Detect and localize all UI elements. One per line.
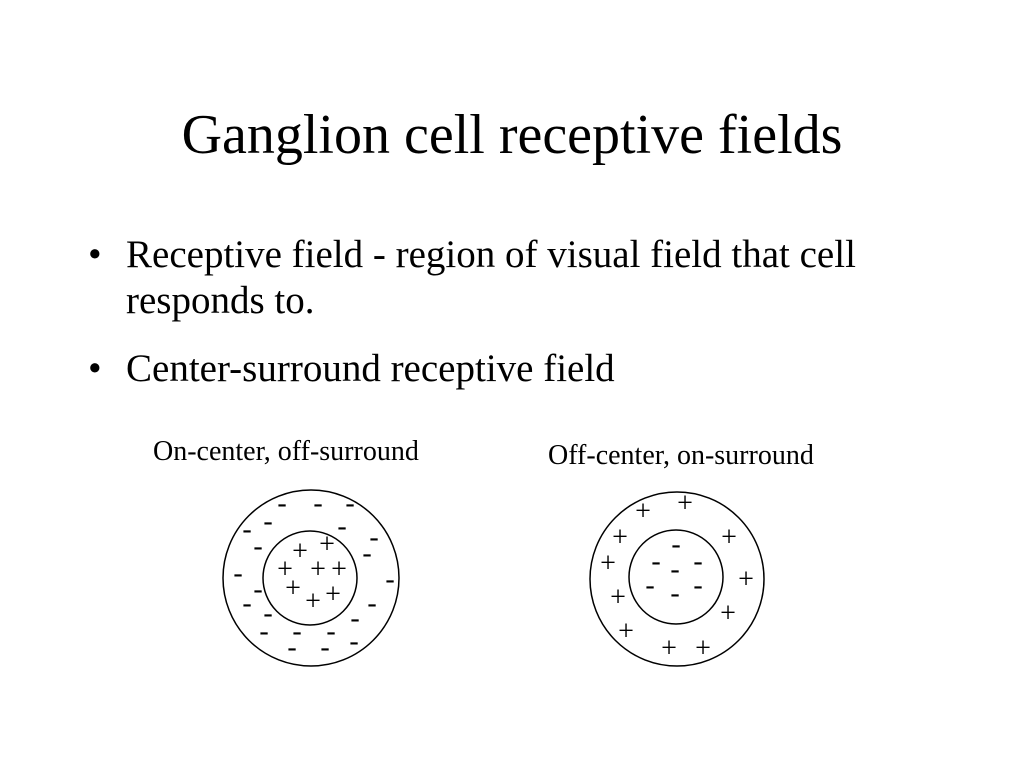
minus-sign: - [367, 588, 376, 619]
minus-sign: - [263, 506, 272, 537]
minus-sign: - [369, 522, 378, 553]
minus-sign: - [345, 488, 354, 519]
on-center-caption: On-center, off-surround [153, 436, 419, 467]
plus-sign: + [292, 536, 308, 567]
minus-sign: - [651, 546, 660, 577]
plus-sign: + [285, 573, 301, 604]
minus-sign: - [242, 514, 251, 545]
minus-sign: - [320, 632, 329, 663]
minus-sign: - [259, 616, 268, 647]
off-center-caption: Off-center, on-surround [548, 440, 814, 471]
minus-sign: - [693, 546, 702, 577]
minus-sign: - [337, 511, 346, 542]
plus-sign: + [618, 616, 634, 647]
bullet-dot: • [88, 233, 102, 276]
minus-sign: - [693, 570, 702, 601]
bullet-text: Receptive field - region of visual field… [126, 233, 856, 322]
minus-sign: - [671, 529, 680, 560]
minus-sign: - [292, 616, 301, 647]
minus-sign: - [326, 616, 335, 647]
minus-sign: - [287, 632, 296, 663]
plus-sign: + [738, 564, 754, 595]
plus-sign: + [721, 522, 737, 553]
plus-sign: + [661, 633, 677, 664]
surround-signs: +++++++++++ [600, 488, 754, 664]
plus-sign: + [319, 529, 335, 560]
outer-surround-circle [589, 491, 765, 667]
minus-sign: - [670, 554, 679, 585]
plus-sign: + [635, 496, 651, 527]
minus-sign: - [253, 574, 262, 605]
plus-sign: + [720, 598, 736, 629]
bullet-item: • Center-surround receptive field [88, 346, 968, 392]
inner-center-circle [262, 530, 358, 626]
slide-title: Ganglion cell receptive fields [181, 104, 843, 166]
minus-sign: - [277, 488, 286, 519]
minus-sign: - [233, 558, 242, 589]
bullet-item: • Receptive field - region of visual fie… [88, 232, 968, 324]
outer-surround-circle [222, 489, 400, 667]
plus-sign: + [600, 548, 616, 579]
minus-sign: - [253, 531, 262, 562]
plus-sign: + [610, 582, 626, 613]
minus-sign: - [313, 488, 322, 519]
plus-sign: + [612, 522, 628, 553]
plus-sign: + [695, 633, 711, 664]
center-signs: ------- [645, 529, 702, 609]
plus-sign: + [310, 554, 326, 585]
minus-sign: - [350, 603, 359, 634]
plus-sign: + [325, 579, 341, 610]
bullet-dot: • [88, 347, 102, 390]
minus-sign: - [645, 570, 654, 601]
minus-sign: - [242, 588, 251, 619]
surround-signs: ---------------------- [233, 488, 394, 663]
center-signs: ++++++++ [277, 529, 347, 617]
minus-sign: - [263, 598, 272, 629]
plus-sign: + [331, 554, 347, 585]
minus-sign: - [670, 578, 679, 609]
plus-sign: + [677, 488, 693, 519]
minus-sign: - [362, 538, 371, 569]
plus-sign: + [277, 554, 293, 585]
minus-sign: - [385, 564, 394, 595]
plus-sign: + [305, 586, 321, 617]
bullet-text: Center-surround receptive field [126, 347, 615, 390]
inner-center-circle [628, 529, 724, 625]
bullet-list: • Receptive field - region of visual fie… [88, 232, 968, 414]
minus-sign: - [349, 626, 358, 657]
